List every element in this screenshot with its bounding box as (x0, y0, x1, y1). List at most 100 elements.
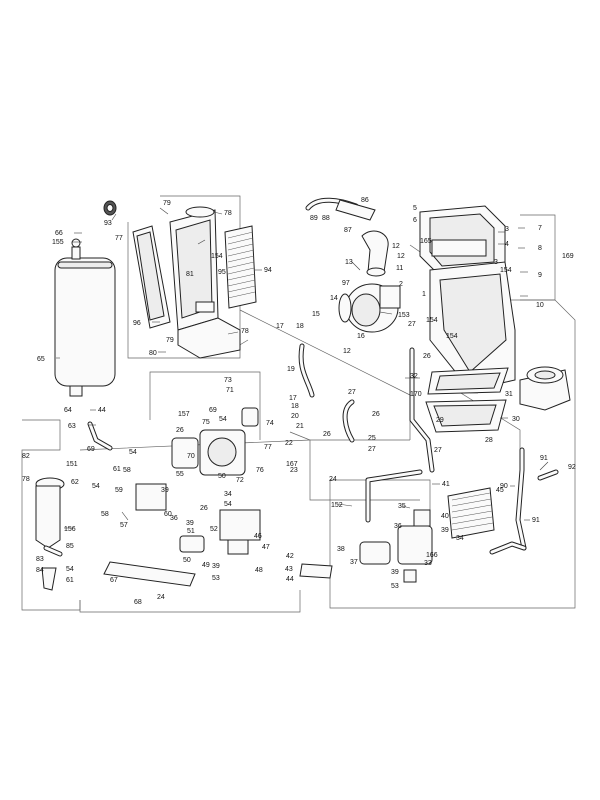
callout-47: 47 (262, 544, 270, 551)
callout-26e: 26 (200, 505, 208, 512)
callout-93: 93 (104, 220, 112, 227)
callout-30: 30 (512, 416, 520, 423)
callout-43: 43 (285, 566, 293, 573)
callout-70: 70 (187, 453, 195, 460)
plate-heat-exchanger-45 (447, 487, 495, 539)
callout-26b: 26 (372, 411, 380, 418)
callout-27a: 27 (408, 321, 416, 328)
callout-53b: 53 (391, 583, 399, 590)
callout-67: 67 (110, 577, 118, 584)
callout-63: 63 (68, 423, 76, 430)
condensate-tray-30 (425, 399, 507, 433)
callout-83: 83 (36, 556, 44, 563)
callout-154c: 154 (426, 317, 438, 324)
callout-46: 46 (254, 533, 262, 540)
callout-77: 77 (115, 235, 123, 242)
callout-157: 157 (178, 411, 190, 418)
callout-41: 41 (442, 481, 450, 488)
callout-71: 71 (226, 387, 234, 394)
callout-27c: 27 (368, 446, 376, 453)
callout-12b: 12 (343, 348, 351, 355)
callout-78b: 78 (241, 328, 249, 335)
callout-18a: 18 (296, 323, 304, 330)
callout-26d: 26 (176, 427, 184, 434)
callout-75: 75 (202, 419, 210, 426)
callout-10: 10 (536, 302, 544, 309)
callout-57: 57 (120, 522, 128, 529)
callout-6: 6 (413, 217, 417, 224)
callout-66: 66 (55, 230, 63, 237)
callout-32: 32 (410, 373, 418, 380)
callout-9: 9 (538, 272, 542, 279)
callout-39a: 39 (161, 487, 169, 494)
callout-88: 88 (322, 215, 330, 222)
callout-29: 29 (436, 417, 444, 424)
callout-156: 156 (64, 526, 76, 533)
side-panel-77 (132, 225, 171, 329)
flue-sensor-86 (305, 197, 376, 221)
callout-26c: 26 (323, 431, 331, 438)
callout-4: 4 (505, 241, 509, 248)
flue-adaptor-62 (35, 477, 65, 591)
filter-94 (224, 225, 257, 309)
callout-79b: 79 (166, 337, 174, 344)
callout-33: 33 (424, 560, 432, 567)
callout-154a: 154 (211, 253, 223, 260)
leader-lines (56, 207, 549, 529)
callout-151: 151 (66, 461, 78, 468)
callout-7: 7 (538, 225, 542, 232)
callout-92: 92 (568, 464, 576, 471)
callout-3b: 3 (494, 259, 498, 266)
callout-36b: 36 (394, 523, 402, 530)
callout-labels: 66 155 65 93 77 79 78 154 81 95 94 96 79… (22, 197, 576, 606)
callout-28: 28 (485, 437, 493, 444)
callout-11: 11 (396, 265, 403, 272)
callout-60: 60 (164, 511, 172, 518)
flue-outlet-169 (519, 366, 571, 411)
callout-79a: 79 (163, 200, 171, 207)
callout-35: 35 (398, 503, 406, 510)
callout-155: 155 (52, 239, 64, 246)
fixing-screw-93 (103, 200, 117, 216)
callout-80: 80 (149, 350, 157, 357)
callout-94: 94 (264, 267, 272, 274)
callout-51: 51 (187, 528, 195, 535)
callout-154d: 154 (446, 333, 458, 340)
callout-39b: 39 (186, 520, 194, 527)
callout-55: 55 (176, 471, 184, 478)
callout-21: 21 (296, 423, 304, 430)
combustion-chamber (419, 205, 516, 391)
callout-24b: 24 (157, 594, 165, 601)
bracket-plate-67 (103, 561, 196, 587)
seal-gasket-31 (427, 367, 509, 395)
callout-27d: 27 (434, 447, 442, 454)
callout-96: 96 (133, 320, 141, 327)
callout-68: 68 (134, 599, 142, 606)
callout-61b: 61 (66, 577, 74, 584)
callout-42: 42 (286, 553, 294, 560)
callout-152: 152 (331, 502, 343, 509)
callout-12c: 12 (397, 253, 405, 260)
callout-85: 85 (66, 543, 74, 550)
callout-3a: 3 (505, 226, 509, 233)
callout-23: 23 (290, 467, 298, 474)
callout-78c: 78 (22, 476, 30, 483)
callout-54d: 54 (92, 483, 100, 490)
pump-group (135, 407, 261, 555)
callout-167: 167 (286, 461, 298, 468)
callout-86: 86 (361, 197, 369, 204)
callout-44: 44 (98, 407, 106, 414)
callout-64: 64 (64, 407, 72, 414)
callout-73: 73 (224, 377, 232, 384)
callout-84: 84 (36, 567, 44, 574)
callout-37: 37 (350, 559, 358, 566)
callout-69b: 69 (87, 446, 95, 453)
callout-38: 38 (337, 546, 345, 553)
callout-53a: 53 (212, 575, 220, 582)
callout-54b: 54 (224, 501, 232, 508)
callout-154b: 154 (500, 267, 512, 274)
callout-169: 169 (562, 253, 574, 260)
callout-16: 16 (357, 333, 365, 340)
callout-5: 5 (413, 205, 417, 212)
callout-52: 52 (210, 526, 218, 533)
